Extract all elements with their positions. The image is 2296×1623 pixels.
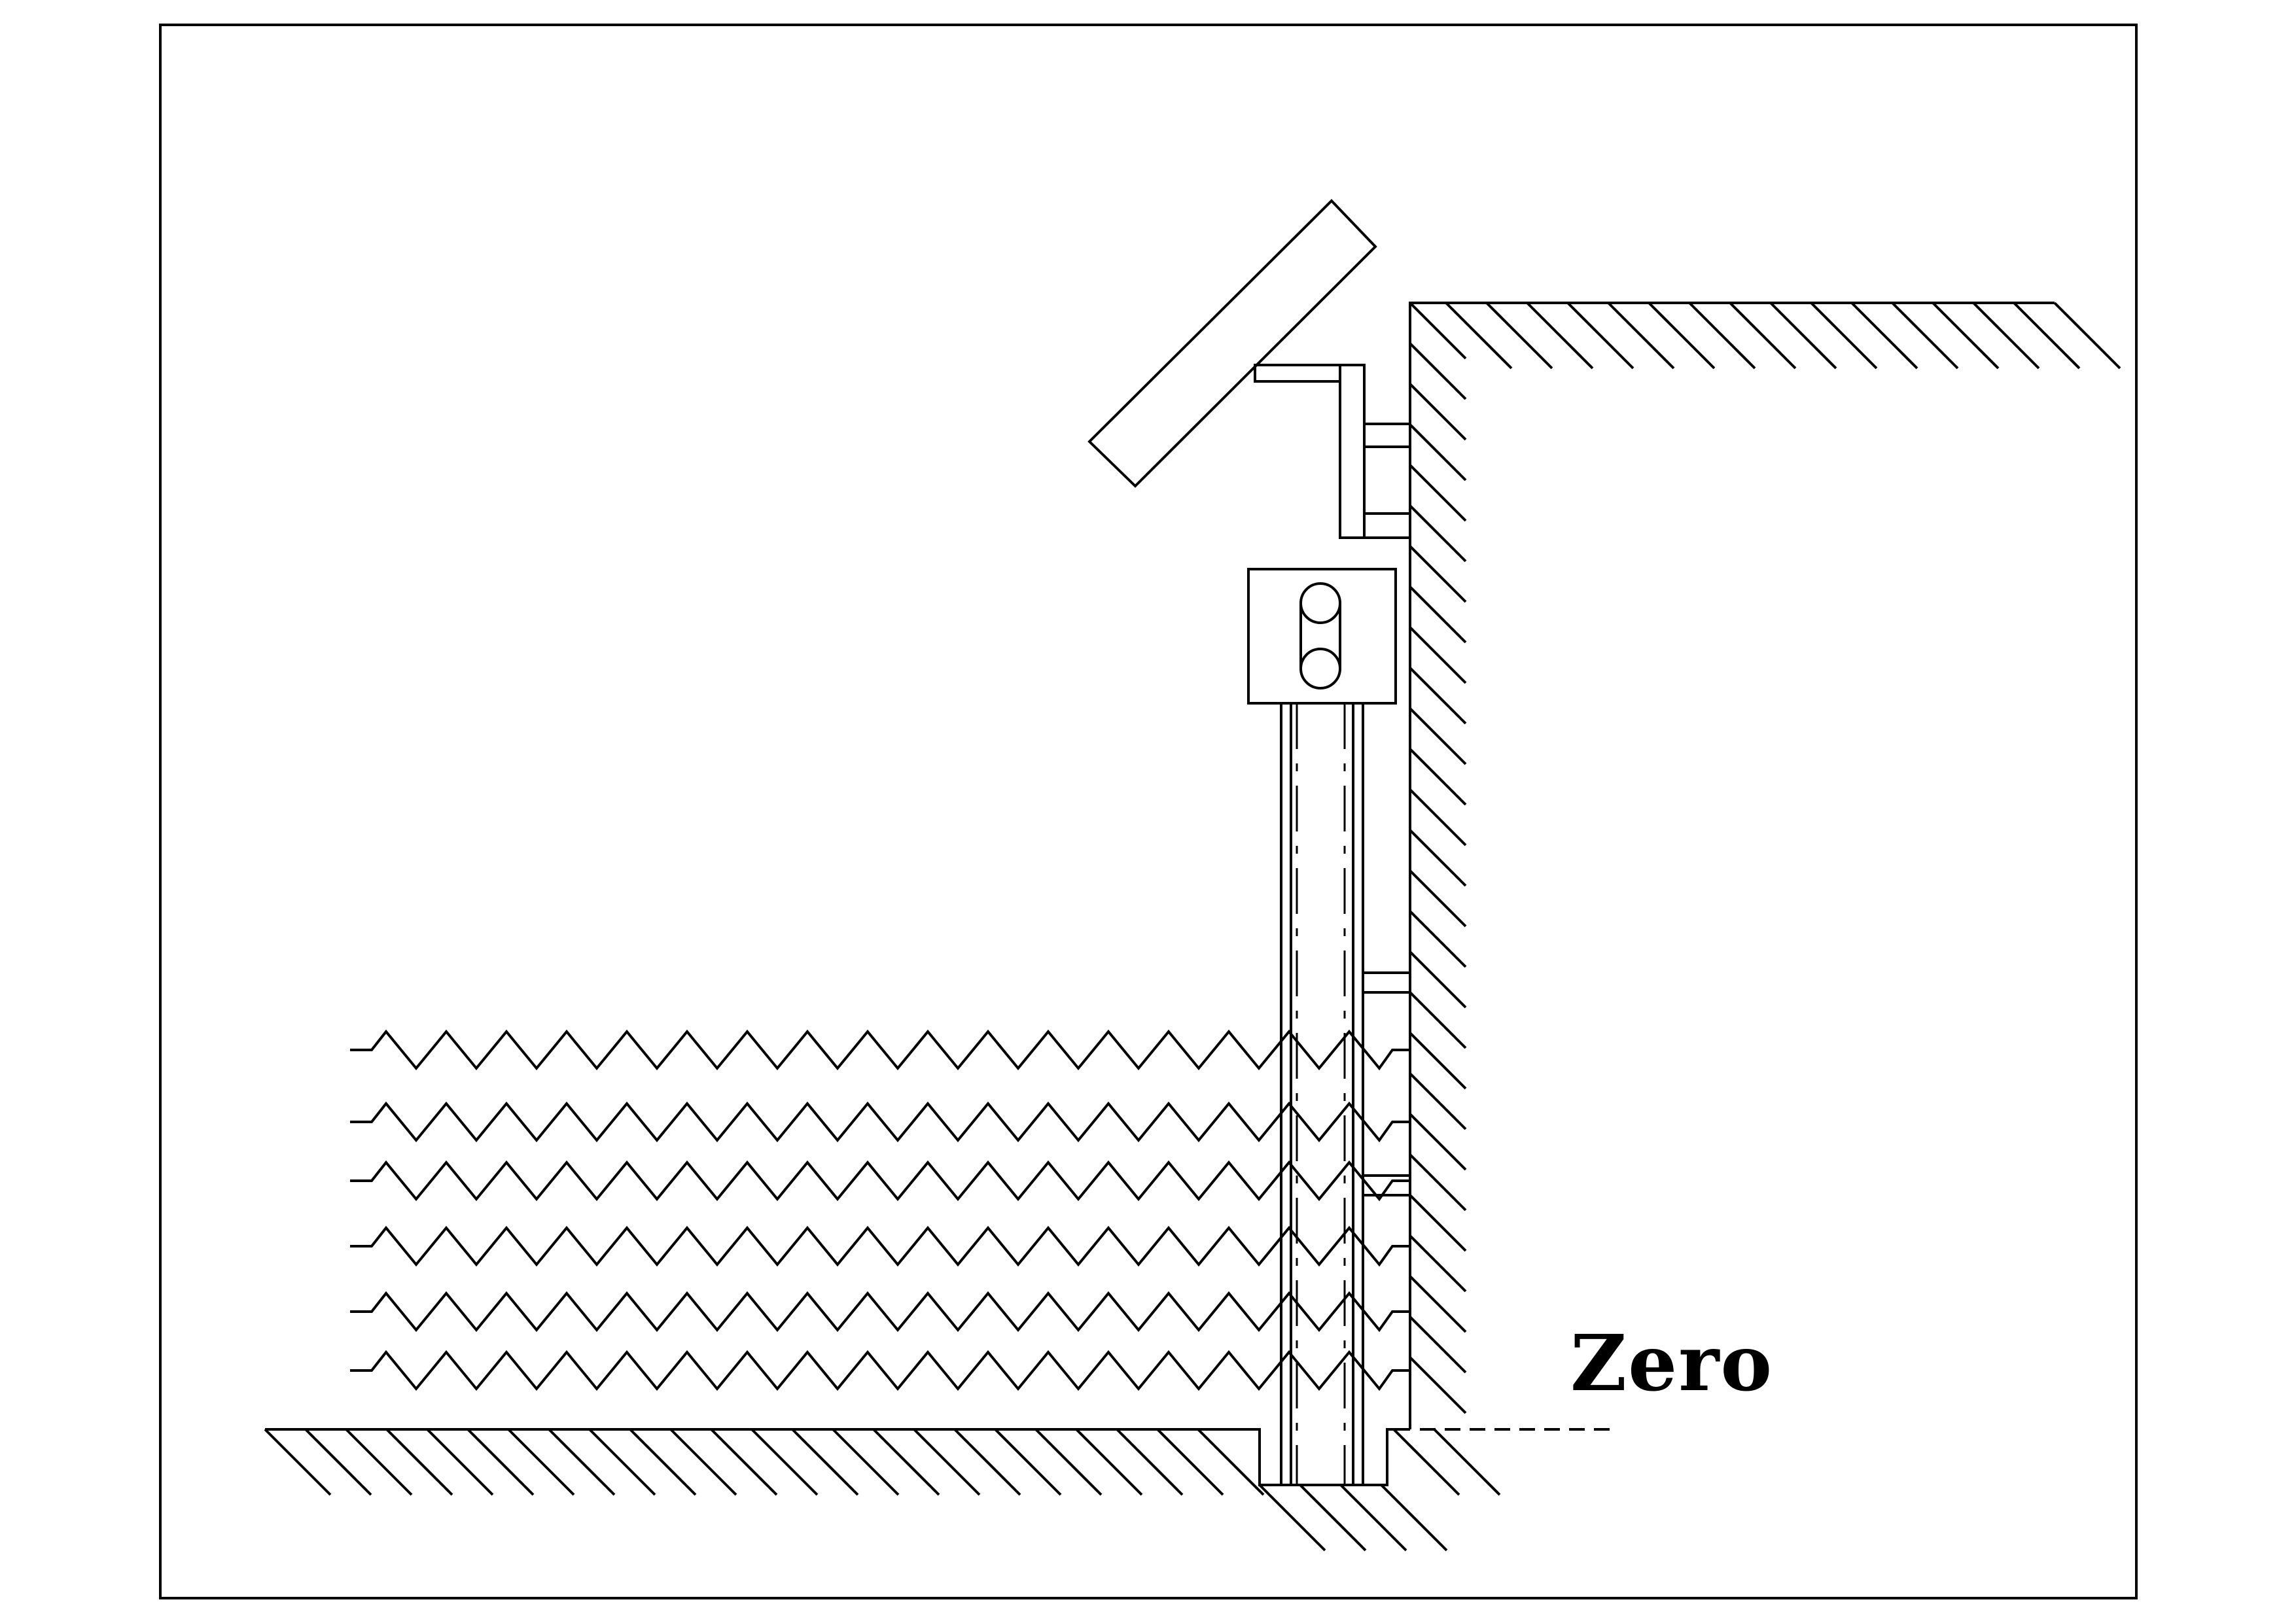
recorder-box: [1247, 568, 1397, 705]
solar-panel-mount: [1087, 199, 1411, 539]
stilling-pipe: [1280, 703, 1364, 1485]
water-surface-lines: [350, 1029, 1410, 1391]
solar-panel-icon: [1087, 199, 1377, 488]
float-pulley-bottom-icon: [1299, 648, 1341, 689]
water-surface-line: [350, 1225, 1410, 1267]
river-bed-hatch: [264, 1428, 1501, 1552]
river-bed: [264, 1428, 1501, 1552]
water-surface-line: [350, 1160, 1410, 1202]
right-bank-hatch: [1409, 302, 2121, 1414]
drawing-frame: [159, 24, 2138, 1599]
water-surface-line: [350, 1029, 1410, 1071]
float-pulley-top-icon: [1299, 582, 1341, 624]
right-bank: [1409, 302, 2121, 1429]
water-surface-line: [350, 1101, 1410, 1143]
water-surface-line: [350, 1291, 1410, 1333]
pipe-wall-brackets: [1362, 971, 1411, 1196]
zero-label: Zero: [1570, 1318, 1774, 1408]
water-surface-line: [350, 1350, 1410, 1391]
